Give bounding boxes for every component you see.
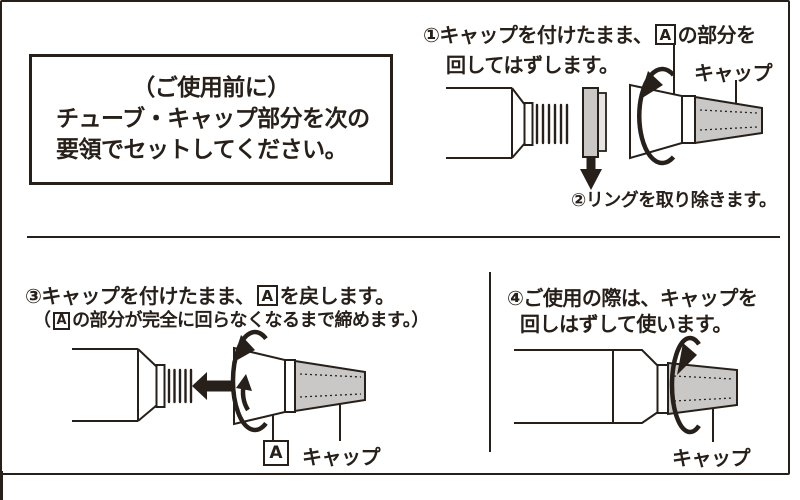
intro-note-box: （ご使用前に） チューブ・キャップ部分を次の 要領でセットしてください。 — [29, 54, 393, 185]
intro-line-3: 要領でセットしてください。 — [56, 137, 348, 163]
step1-rotation-arrow-icon — [637, 66, 676, 166]
vertical-divider — [489, 272, 491, 452]
page-frame — [0, 0, 790, 475]
horizontal-divider — [27, 236, 780, 238]
step3-text-seg1: ③キャップを付けたまま、 — [25, 284, 255, 308]
step3-cap-leader-line — [339, 384, 341, 441]
step1-text-seg1: ①キャップを付けたまま、 — [423, 23, 653, 47]
step1-illustration — [446, 66, 763, 190]
step4-cap-leader-line — [712, 384, 714, 442]
step1-tube-threads — [535, 103, 569, 145]
step3-boxed-a-line2: A — [52, 312, 71, 330]
step4-text-line1: ④ご使用の際は、キャップを — [507, 286, 758, 310]
step4-cap — [667, 361, 738, 416]
step4-text-line2: 回しはずして使います。 — [520, 312, 732, 336]
step3-tube — [72, 348, 193, 422]
intro-line-1: （ご使用前に） — [132, 75, 290, 101]
step3-text-seg2: を戻します。 — [279, 284, 396, 308]
step3-illustration — [72, 329, 366, 433]
step3-text-seg3: の部分が完全に回らなくなるまで締めます。） — [72, 310, 429, 331]
step3-text-paren-open: （ — [33, 310, 51, 331]
step1-cap-label: キャップ — [694, 61, 773, 85]
step3-part-a-label: A — [263, 440, 289, 466]
page-frame-left-extension — [0, 471, 3, 500]
step3-left-arrow-icon — [192, 372, 234, 400]
step3-cap — [294, 359, 366, 413]
step1-boxed-a: A — [654, 24, 676, 45]
step2-text: ②リングを取り除きます。 — [571, 190, 777, 211]
step1-text-seg2: の部分を — [677, 23, 757, 47]
step1-tube — [446, 87, 569, 159]
step3-tube-threads — [167, 368, 193, 404]
step3-part-a-leader-line — [272, 398, 274, 440]
step3-cap-label: キャップ — [302, 445, 381, 469]
step1-cap-leader-line — [735, 80, 737, 116]
step1-down-arrow-icon — [580, 157, 602, 190]
step1-text-line2: 回してはずします。 — [446, 53, 619, 77]
step1-ring — [582, 87, 607, 158]
step4-tube — [514, 349, 669, 424]
step4-rotation-arrow-icon — [669, 335, 701, 435]
step4-illustration — [514, 335, 738, 435]
step3-rotation-arrow-icon — [230, 329, 268, 433]
step3-boxed-a-line1: A — [256, 285, 278, 306]
step1-cap — [694, 95, 763, 145]
intro-line-2: チューブ・キャップ部分を次の — [56, 106, 370, 132]
step4-cap-label: キャップ — [672, 446, 751, 470]
